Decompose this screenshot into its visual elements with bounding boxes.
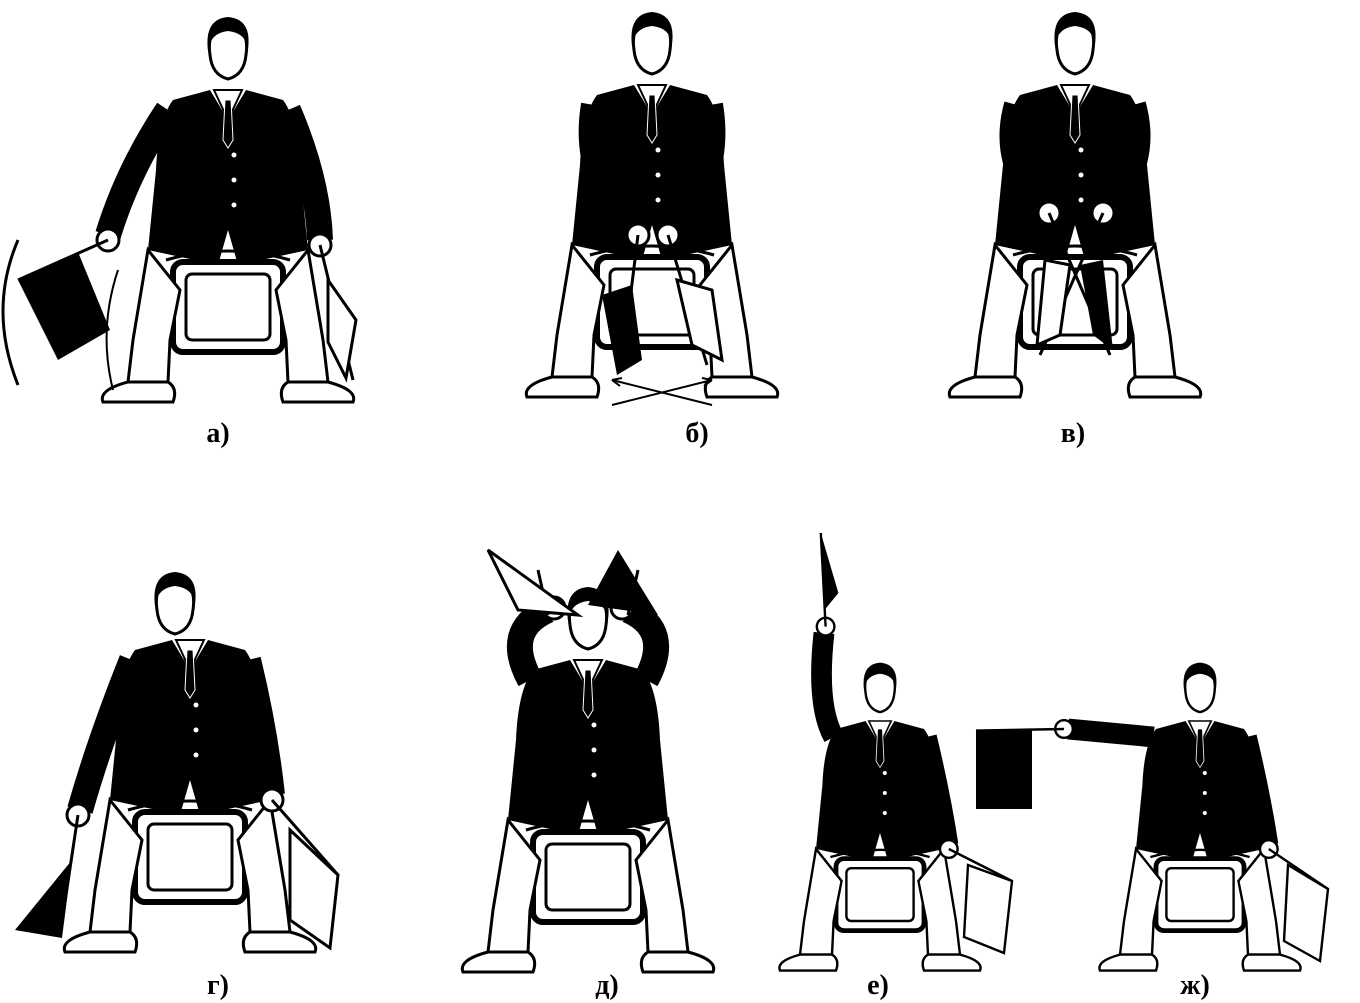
panel-a: а): [0, 0, 420, 460]
judge-figure-b: [520, 0, 840, 460]
panel-caption-zh: ж): [1155, 972, 1235, 1000]
judge-figure-g: [0, 520, 360, 1003]
judge-figure-d: [440, 520, 740, 1003]
panel-b: б): [520, 0, 840, 460]
panel-g: г): [0, 520, 360, 1003]
judge-figure-zh: [960, 510, 1360, 1003]
judge-figure-a: [0, 0, 420, 460]
panel-v: в): [900, 0, 1240, 460]
panel-caption-v: в): [1033, 420, 1113, 448]
panel-d: д): [440, 520, 740, 1003]
panel-caption-a: а): [178, 420, 258, 448]
panel-caption-b: б): [657, 420, 737, 448]
judge-figure-v: [900, 0, 1240, 460]
panel-caption-g: г): [178, 972, 258, 1000]
panel-zh: ж): [960, 510, 1360, 1003]
panel-caption-e: е): [838, 972, 918, 1000]
panel-caption-d: д): [567, 972, 647, 1000]
